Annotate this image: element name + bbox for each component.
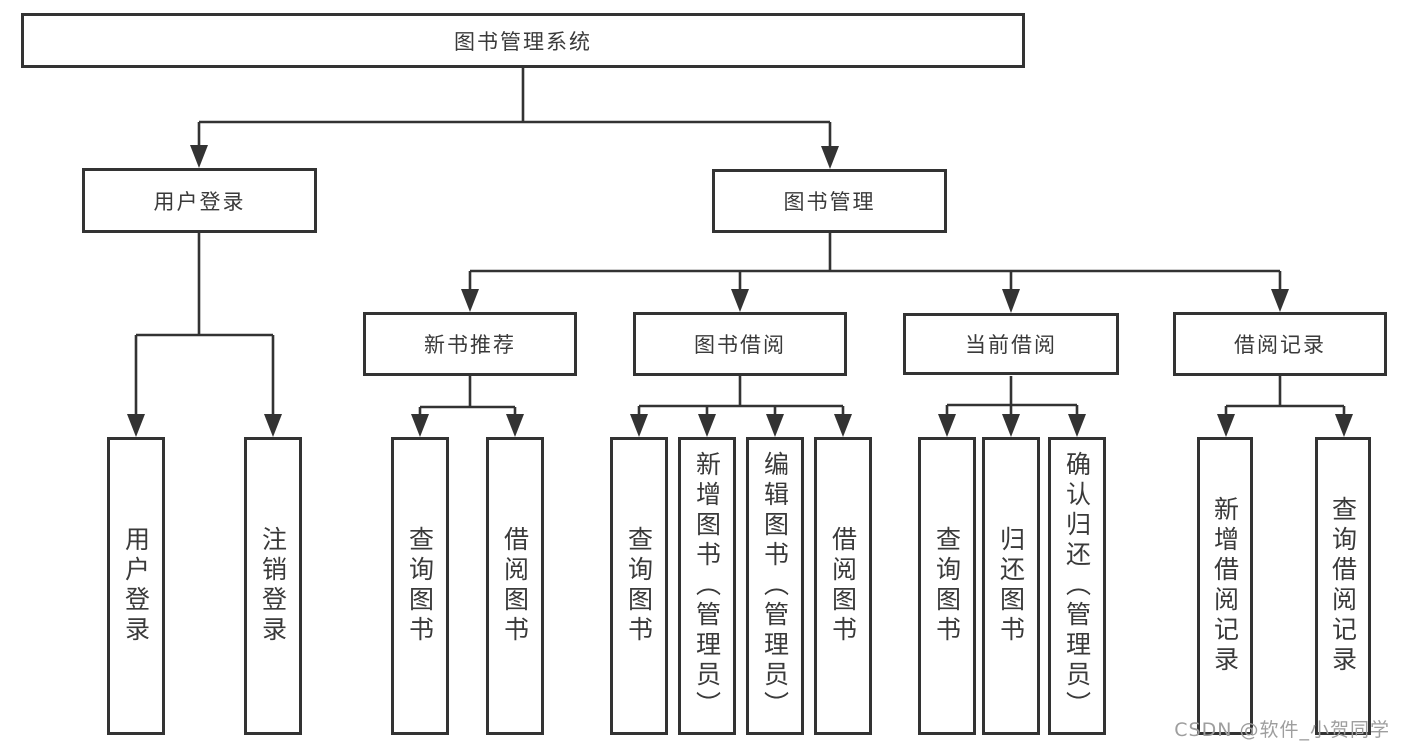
node-label: 借阅记录	[1234, 333, 1326, 357]
node-label: 查询图书	[405, 526, 435, 646]
node-book-borrowing: 图书借阅	[633, 312, 847, 376]
node-label: 图书管理系统	[454, 29, 592, 54]
leaf-query-books-current: 查询图书	[918, 437, 976, 735]
node-label: 查询借阅记录	[1328, 496, 1358, 676]
node-current-borrowing: 当前借阅	[903, 313, 1119, 375]
node-label: 新增图书（管理员）	[692, 451, 722, 721]
leaf-query-borrow-record: 查询借阅记录	[1315, 437, 1371, 735]
arrowhead-icon	[1002, 289, 1020, 313]
arrowhead-icon	[731, 289, 749, 312]
node-label: 查询图书	[932, 526, 962, 646]
node-label: 归还图书	[996, 526, 1026, 646]
leaf-edit-books-admin: 编辑图书（管理员）	[746, 437, 804, 735]
arrowhead-icon	[821, 146, 839, 169]
node-label: 图书管理	[783, 190, 876, 214]
arrowhead-icon	[630, 414, 648, 437]
connector-currentborrow-to-leaves	[945, 376, 1079, 415]
node-label: 确认归还（管理员）	[1062, 451, 1092, 721]
leaf-query-books-recommend: 查询图书	[391, 437, 449, 735]
node-label: 新增借阅记录	[1210, 496, 1240, 676]
arrowhead-icon	[190, 145, 208, 168]
connector-userlogin-to-leaves	[134, 233, 275, 415]
node-label: 查询图书	[624, 526, 654, 646]
node-user-login: 用户登录	[82, 168, 317, 233]
arrowhead-icon	[766, 414, 784, 437]
node-label: 编辑图书（管理员）	[760, 451, 790, 721]
node-label: 用户登录	[121, 526, 151, 646]
node-book-management-system: 图书管理系统	[21, 13, 1025, 68]
connector-records-to-leaves	[1224, 376, 1346, 415]
leaf-query-books-borrowing: 查询图书	[610, 437, 668, 735]
arrowhead-icon	[938, 414, 956, 437]
arrowhead-icon	[1335, 414, 1353, 437]
watermark: CSDN @软件_小贺同学	[1174, 719, 1390, 741]
leaf-confirm-return-admin: 确认归还（管理员）	[1048, 437, 1106, 735]
arrowhead-icon	[1002, 414, 1020, 437]
node-label: 注销登录	[258, 526, 288, 646]
node-label: 当前借阅	[965, 333, 1057, 357]
arrowhead-icon	[1068, 414, 1086, 437]
node-label: 新书推荐	[424, 333, 516, 357]
node-new-book-recommendation: 新书推荐	[363, 312, 577, 376]
node-label: 借阅图书	[828, 526, 858, 646]
arrowhead-icon	[1217, 414, 1235, 437]
connector-newbook-to-leaves	[418, 376, 517, 415]
arrowhead-icon	[506, 414, 524, 437]
arrowhead-icon	[698, 414, 716, 437]
leaf-logout: 注销登录	[244, 437, 302, 735]
leaf-borrow-books-recommend: 借阅图书	[486, 437, 544, 735]
arrowhead-icon	[461, 289, 479, 312]
connector-bookmgmt-to-level3	[468, 233, 1282, 290]
connector-root-to-level2	[197, 68, 832, 147]
arrowhead-icon	[264, 414, 282, 437]
leaf-user-login: 用户登录	[107, 437, 165, 735]
arrowhead-icon	[411, 414, 429, 437]
node-book-management: 图书管理	[712, 169, 947, 233]
node-label: 图书借阅	[694, 333, 786, 357]
arrowhead-icon	[1271, 289, 1289, 312]
node-label: 用户登录	[153, 189, 246, 214]
leaf-add-books-admin: 新增图书（管理员）	[678, 437, 736, 735]
connector-bookborrow-to-leaves	[637, 376, 845, 415]
arrowhead-icon	[834, 414, 852, 437]
arrowheads	[127, 145, 1353, 437]
leaf-add-borrow-record: 新增借阅记录	[1197, 437, 1253, 735]
leaf-borrow-books-borrowing: 借阅图书	[814, 437, 872, 735]
node-label: 借阅图书	[500, 526, 530, 646]
node-borrowing-records: 借阅记录	[1173, 312, 1387, 376]
arrowhead-icon	[127, 414, 145, 437]
leaf-return-books: 归还图书	[982, 437, 1040, 735]
